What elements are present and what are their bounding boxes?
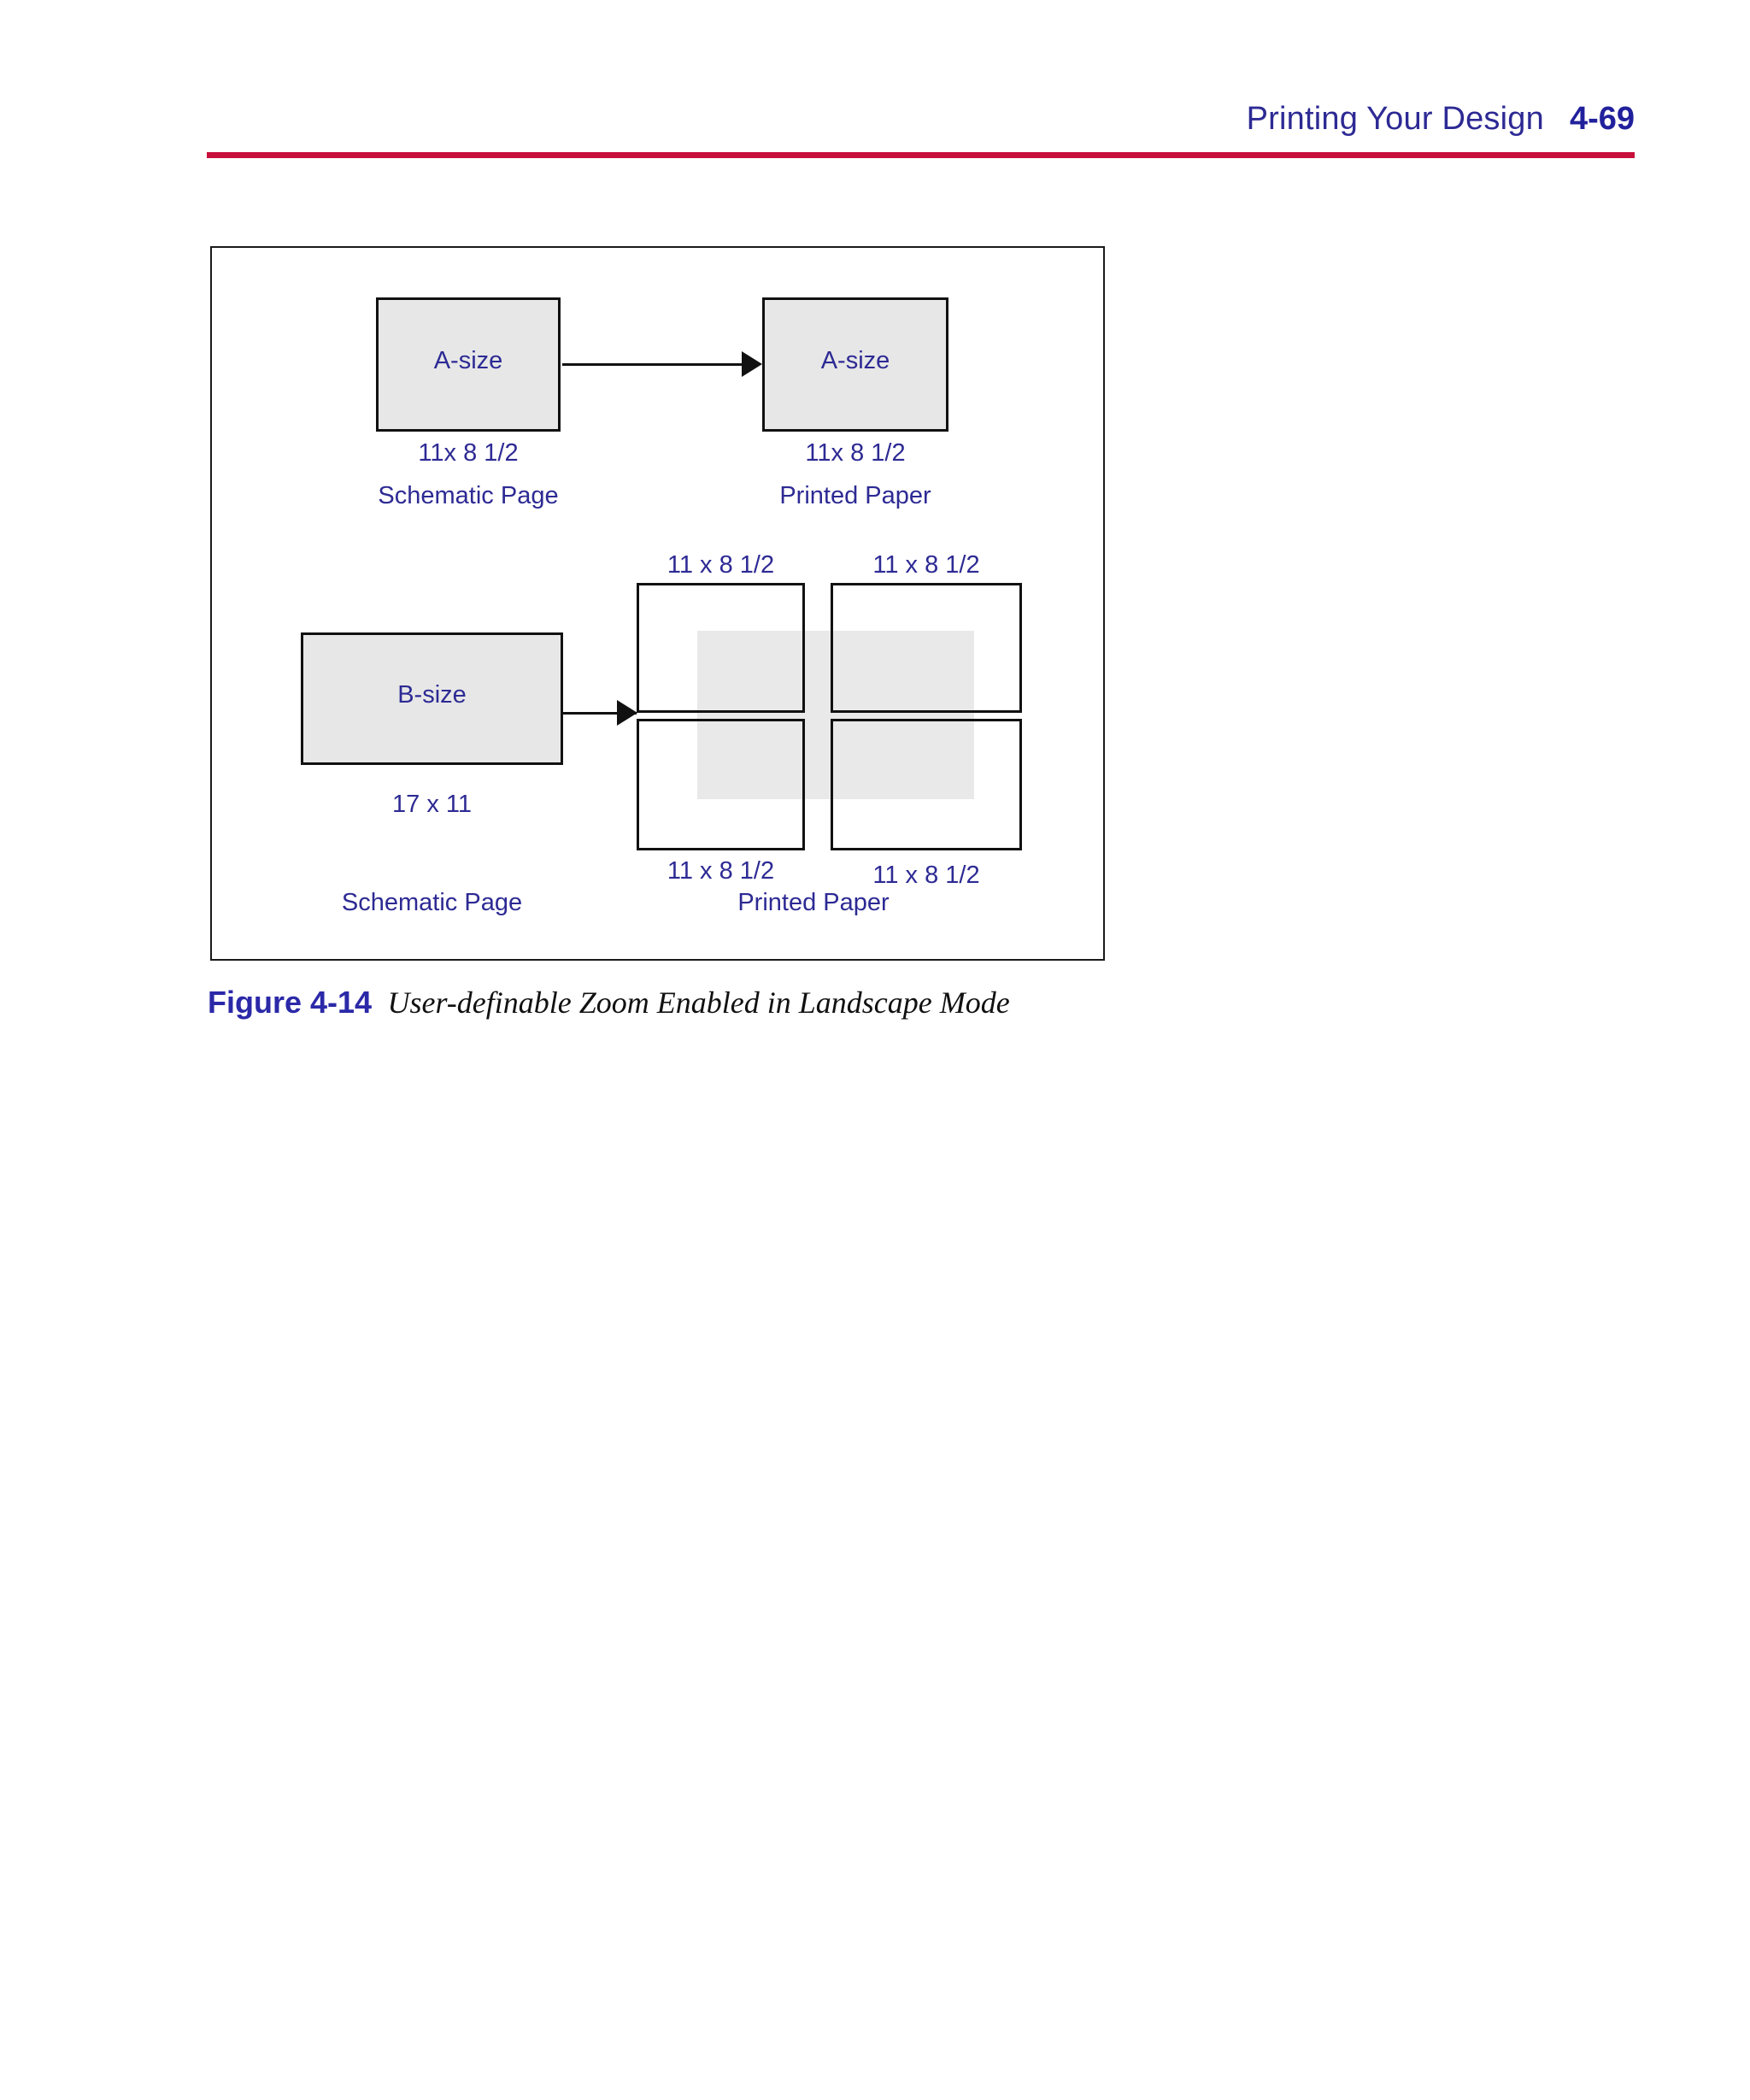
b-size-schematic-page-box: B-size — [301, 632, 563, 765]
figure-caption: Figure 4-14 User-definable Zoom Enabled … — [208, 983, 1148, 1022]
a-size-schematic-dimension: 11x 8 1/2 — [418, 439, 519, 467]
a-size-printed-caption: Printed Paper — [779, 482, 931, 509]
a-size-schematic-box: A-size — [376, 297, 561, 432]
figure-content: A-size 11x 8 1/2 Schematic Page A-size 1… — [212, 248, 1103, 959]
page-number: 4-69 — [1569, 101, 1635, 137]
top-arrow-head — [742, 351, 762, 377]
figure-caption-label: Figure 4-14 — [208, 985, 373, 1020]
header-divider-rule — [207, 152, 1635, 158]
b-size-label: B-size — [397, 681, 467, 709]
printed-tile-bottom-left — [637, 719, 805, 850]
figure-frame: A-size 11x 8 1/2 Schematic Page A-size 1… — [210, 246, 1105, 961]
printed-tile-bottom-right — [831, 719, 1022, 850]
a-size-printed-label: A-size — [820, 347, 890, 374]
figure-caption-text: User-definable Zoom Enabled in Landscape… — [387, 985, 1010, 1020]
top-arrow-line — [562, 363, 746, 366]
header-row: Printing Your Design 4-69 — [207, 101, 1635, 150]
printed-tile-top-left — [637, 583, 805, 713]
printed-tile-top-right — [831, 583, 1022, 713]
a-size-schematic-caption: Schematic Page — [378, 482, 559, 509]
a-size-schematic-label: A-size — [433, 347, 503, 374]
a-size-printed-box: A-size — [762, 297, 948, 432]
page-header: Printing Your Design 4-69 — [207, 101, 1635, 161]
a-size-printed-dimension: 11x 8 1/2 — [805, 439, 906, 467]
page-title: Printing Your Design — [1246, 101, 1544, 137]
